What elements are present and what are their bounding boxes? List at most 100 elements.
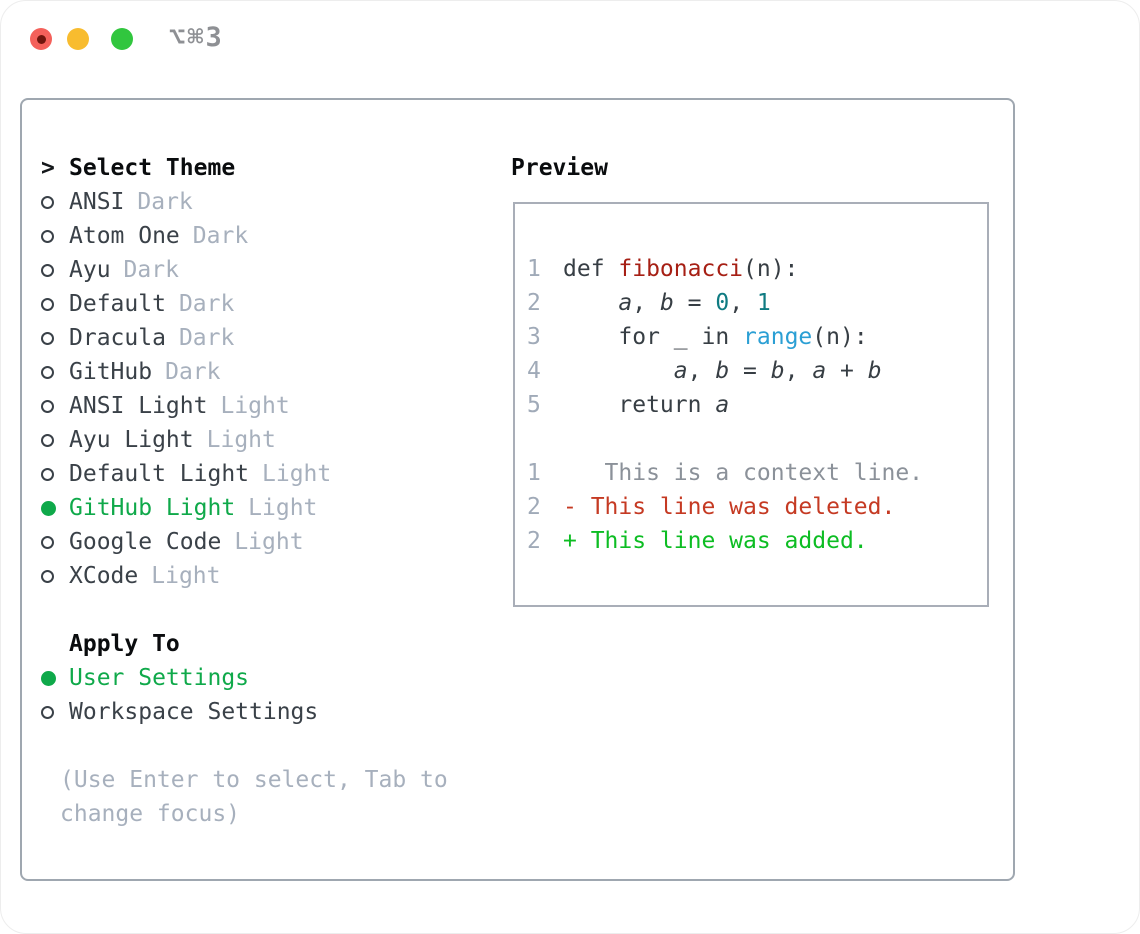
theme-variant-tag: Dark (178, 291, 235, 317)
code-line: 4 a, b = b, a + b (527, 354, 979, 388)
apply-to-header: Apply To (22, 627, 496, 661)
diff-preview: 1 This is a context line. 2 - This line wa… (527, 456, 979, 558)
theme-option-github-light[interactable]: GitHub Light Light (22, 491, 496, 525)
apply-option-user-settings[interactable]: User Settings (22, 661, 496, 695)
code-line: 2 a, b = 0, 1 (527, 286, 979, 320)
theme-option-label: Atom One (69, 223, 180, 249)
theme-variant-tag: Light (151, 563, 221, 589)
line-number: 2 (527, 290, 541, 316)
theme-option-label: Google Code (69, 529, 222, 555)
line-number: 1 (527, 256, 541, 282)
maximize-button[interactable] (111, 28, 133, 50)
window-shortcut-label: ⌥⌘3 (169, 22, 224, 53)
apply-to-title: Apply To (69, 631, 180, 657)
code-line: 3 for _ in range(n): (527, 320, 979, 354)
theme-option-label: ANSI Light (69, 393, 208, 419)
diff-content: - This line was deleted. (563, 494, 896, 520)
theme-variant-tag: Light (262, 461, 332, 487)
preview-title: Preview (511, 155, 608, 181)
focus-caret-icon: > (41, 155, 55, 181)
theme-option-default[interactable]: Default Dark (22, 287, 496, 321)
theme-option-label: XCode (69, 563, 139, 589)
theme-variant-tag: Light (234, 529, 304, 555)
line-number: 4 (527, 358, 541, 384)
theme-variant-tag: Light (206, 427, 276, 453)
code-content: for _ in range(n): (618, 324, 868, 350)
radio-icon (41, 705, 69, 719)
theme-option-label: Default (69, 291, 166, 317)
diff-line-added: 2+ This line was added. (527, 524, 979, 558)
radio-icon (41, 399, 69, 413)
diff-content: This is a context line. (563, 460, 924, 486)
select-theme-header: > Select Theme (22, 151, 496, 185)
theme-option-label: Ayu (69, 257, 111, 283)
code-content: def fibonacci(n): (563, 256, 799, 282)
apply-option-workspace-settings[interactable]: Workspace Settings (22, 695, 496, 729)
keyboard-hint-text: (Use Enter to select, Tab to change focu… (60, 767, 448, 827)
diff-content: + This line was added. (563, 528, 868, 554)
apply-option-label: User Settings (69, 665, 250, 691)
close-button[interactable] (30, 28, 52, 50)
radio-icon (41, 331, 69, 345)
theme-option-label: Default Light (69, 461, 250, 487)
radio-icon (41, 195, 69, 209)
radio-icon (41, 433, 69, 447)
theme-option-atom-one[interactable]: Atom One Dark (22, 219, 496, 253)
unsaved-changes-dot-icon (36, 34, 46, 44)
theme-variant-tag: Dark (123, 257, 179, 283)
line-number: 3 (527, 324, 541, 350)
theme-option-label: GitHub (69, 359, 153, 385)
apply-option-label: Workspace Settings (69, 699, 319, 725)
theme-option-label: Dracula (69, 325, 166, 351)
theme-option-ayu[interactable]: Ayu Dark (22, 253, 496, 287)
theme-option-label: GitHub Light (69, 495, 236, 521)
traffic-lights (30, 28, 133, 50)
radio-icon (41, 569, 69, 583)
preview-blank-line (527, 422, 979, 456)
line-number: 5 (527, 392, 541, 418)
radio-icon (41, 229, 69, 243)
radio-icon (41, 365, 69, 379)
theme-variant-tag: Dark (192, 223, 249, 249)
theme-variant-tag: Dark (178, 325, 235, 351)
code-line: 1 def fibonacci(n): (527, 252, 979, 286)
preview-header: Preview (496, 151, 1013, 185)
code-content: a, b = b, a + b (673, 358, 882, 384)
code-content: return a (618, 392, 730, 418)
radio-icon (41, 297, 69, 311)
diff-line-deleted: 2 - This line was deleted. (527, 490, 979, 524)
theme-option-ayu-light[interactable]: Ayu Light Light (22, 423, 496, 457)
radio-icon (41, 467, 69, 481)
radio-icon (41, 263, 69, 277)
theme-option-label: Ayu Light (69, 427, 194, 453)
theme-option-dracula[interactable]: Dracula Dark (22, 321, 496, 355)
theme-option-google-code[interactable]: Google Code Light (22, 525, 496, 559)
select-theme-title: Select Theme (69, 155, 236, 181)
minimize-button[interactable] (67, 28, 89, 50)
code-content: a, b = 0, 1 (618, 290, 771, 316)
theme-variant-tag: Light (220, 393, 290, 419)
theme-variant-tag: Dark (137, 189, 193, 215)
window-titlebar: ⌥⌘3 (1, 1, 1139, 98)
radio-icon (41, 535, 69, 549)
diff-line-context: 1 This is a context line. (527, 456, 979, 490)
theme-option-ansi-light[interactable]: ANSI Light Light (22, 389, 496, 423)
line-number: 2 (527, 494, 541, 520)
radio-selected-icon (41, 500, 69, 516)
radio-selected-icon (41, 670, 69, 686)
theme-variant-tag: Light (248, 495, 318, 521)
code-line: 5 return a (527, 388, 979, 422)
theme-option-default-light[interactable]: Default Light Light (22, 457, 496, 491)
line-number: 1 (527, 460, 541, 486)
theme-option-xcode[interactable]: XCode Light (22, 559, 496, 593)
